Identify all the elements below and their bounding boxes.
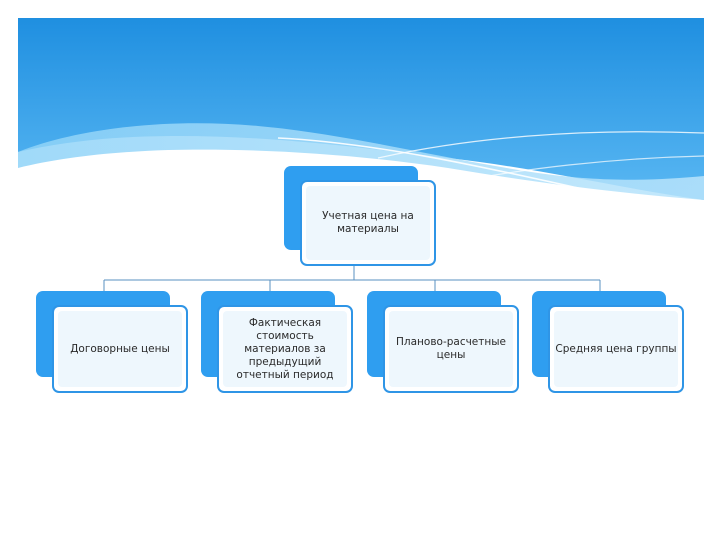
child-node-label: Средняя цена группы xyxy=(550,343,682,356)
root-node: Учетная цена на материалы xyxy=(284,166,438,266)
child-node-contract-prices: Договорные цены xyxy=(36,291,188,393)
child-node-planned-prices: Планово-расчетные цены xyxy=(367,291,519,393)
slide: Учетная цена на материалы Договорные цен… xyxy=(18,18,704,528)
child-node-label: Фактическая стоимость материалов за пред… xyxy=(229,317,341,382)
child-node-group-average: Средняя цена группы xyxy=(532,291,684,393)
connector-lines xyxy=(18,18,704,528)
root-node-label: Учетная цена на материалы xyxy=(309,210,427,236)
child-node-label: Договорные цены xyxy=(56,343,184,356)
child-node-label: Планово-расчетные цены xyxy=(387,336,515,362)
child-node-actual-cost: Фактическая стоимость материалов за пред… xyxy=(201,291,353,393)
